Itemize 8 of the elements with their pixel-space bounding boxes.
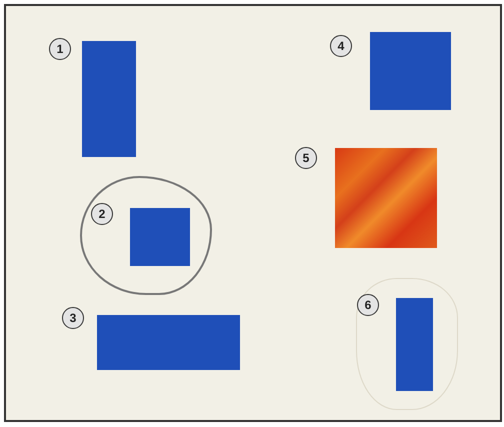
rectangle xyxy=(396,298,433,391)
gradient-square xyxy=(335,148,437,248)
rectangle xyxy=(130,208,190,266)
rectangle xyxy=(370,32,451,110)
rectangle xyxy=(97,315,240,370)
freehand-outline xyxy=(356,278,458,410)
rectangle xyxy=(82,41,136,157)
freehand-outline xyxy=(80,176,212,295)
